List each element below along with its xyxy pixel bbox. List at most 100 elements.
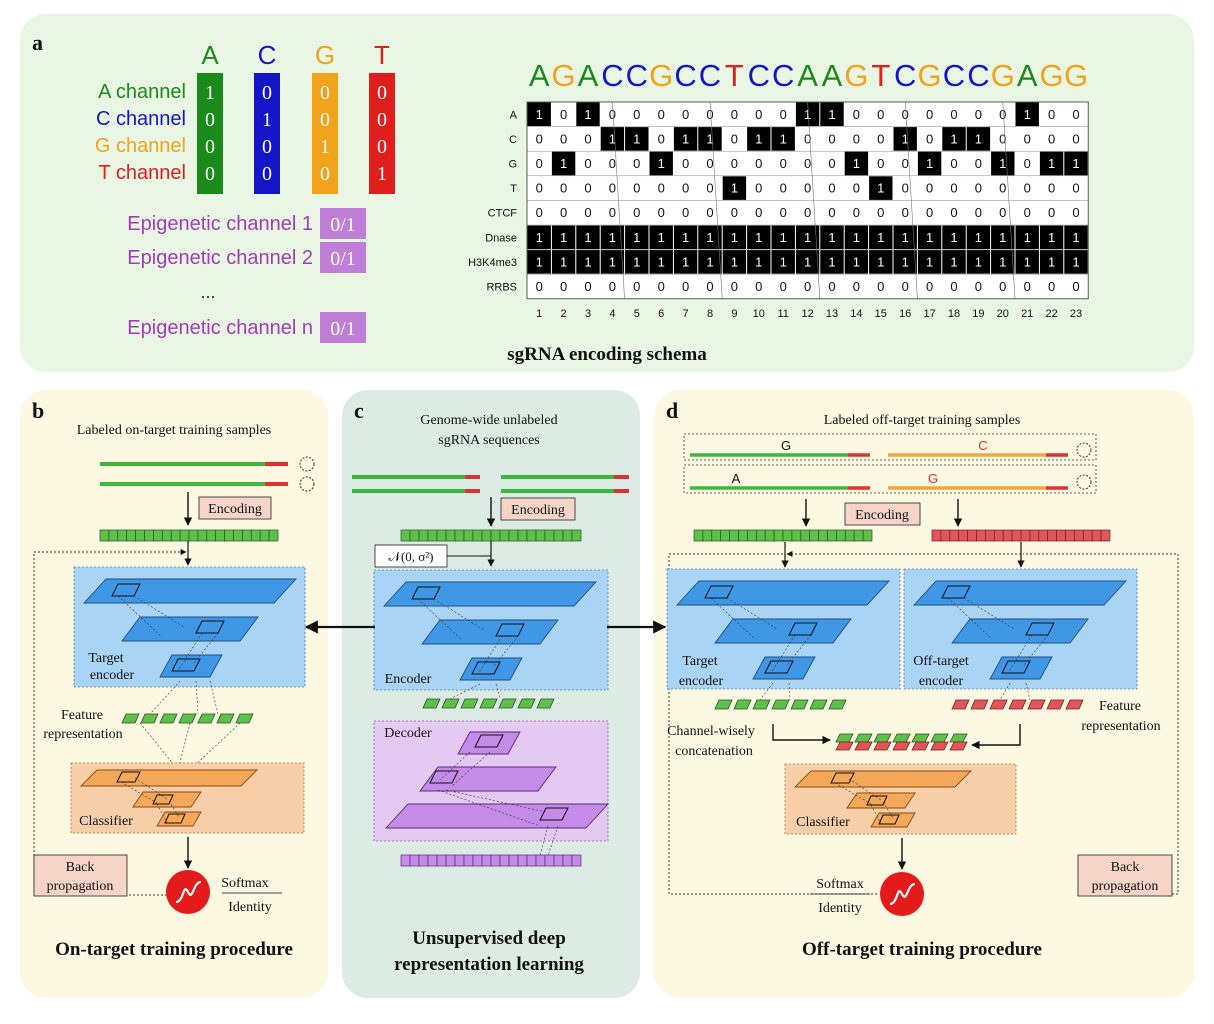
- matrix-cell-value: 0: [999, 131, 1006, 146]
- matrix-cell-value: 0: [950, 181, 957, 196]
- matrix-cell-value: 0: [584, 205, 591, 220]
- matrix-cell-filled: [942, 225, 966, 250]
- matrix-position-label: 8: [707, 308, 713, 320]
- pair-2-label-icon: [1076, 474, 1092, 490]
- network-layer: [714, 618, 852, 644]
- sequence-letter: C: [699, 58, 721, 93]
- matrix-cell-filled: [844, 225, 869, 250]
- matrix-cell-value: 1: [877, 254, 884, 269]
- bar-segment: [755, 529, 766, 542]
- network-layer: [121, 616, 259, 642]
- concat-arrow-left: [772, 724, 831, 745]
- matrix-cell-value: 0: [1024, 156, 1031, 171]
- feature-unit: [159, 713, 178, 724]
- matrix-position-label: 13: [826, 308, 838, 320]
- bar-segment: [862, 529, 873, 542]
- matrix-position-label: 6: [658, 308, 664, 320]
- matrix-cell-value: 0: [902, 107, 909, 122]
- matrix-cell-filled: [747, 250, 771, 274]
- receptive-field: [1001, 660, 1031, 674]
- bar-segment: [976, 529, 986, 542]
- bar-segment: [844, 529, 855, 542]
- bar-segment: [993, 529, 1004, 542]
- matrix-cell-value: 0: [682, 279, 689, 294]
- matrix-cell-filled: [673, 250, 698, 274]
- matrix-cell-filled: [625, 127, 649, 151]
- matrix-cell-filled: [576, 102, 600, 127]
- matrix-cell-filled: [527, 225, 551, 250]
- matrix-cell-value: 0: [828, 205, 835, 220]
- matrix-cell-value: 0: [1072, 205, 1079, 220]
- matrix-cell-value: 0: [633, 107, 640, 122]
- matrix-row-label: C: [509, 134, 517, 146]
- matrix-cell-filled: [893, 250, 917, 274]
- feature-unit: [771, 699, 790, 710]
- matrix-cell-value: 0: [536, 279, 543, 294]
- matrix-cell-value: 0: [1072, 181, 1079, 196]
- matrix-cell-value: 1: [658, 230, 665, 245]
- identity-label-d: Identity: [818, 901, 862, 916]
- matrix-cell-filled: [820, 102, 844, 127]
- bar-segment: [544, 529, 555, 542]
- bar-segment: [170, 529, 181, 542]
- matrix-cell-filled: [722, 176, 747, 200]
- matrix-cell-value: 1: [706, 131, 713, 146]
- bar-segment: [250, 529, 261, 542]
- concat-unit-dna: [892, 741, 911, 751]
- receptive-field: [471, 661, 501, 675]
- matrix-cell-value: 0: [755, 107, 762, 122]
- receptive-field: [429, 770, 459, 784]
- matrix-cell-filled: [966, 127, 991, 151]
- matrix-cell-value: 0: [902, 181, 909, 196]
- matrix-cell-value: 0: [536, 156, 543, 171]
- panel-c-title-2: representation learning: [394, 954, 584, 975]
- bar-segment: [153, 529, 163, 542]
- matrix-cell-value: 0: [584, 279, 591, 294]
- bar-segment: [400, 854, 411, 867]
- connection-line: [195, 680, 199, 715]
- bar-segment: [445, 854, 456, 867]
- classifier-label-d: Classifier: [796, 815, 850, 830]
- matrix-cell-filled: [625, 225, 649, 250]
- matrix-cell-value: 0: [706, 181, 713, 196]
- connection-line: [770, 634, 796, 674]
- onehot-digit: 0: [205, 136, 215, 158]
- matrix-cell-value: 1: [926, 230, 933, 245]
- connection-line: [133, 595, 185, 628]
- matrix-cell-value: 0: [609, 205, 616, 220]
- onehot-column-t: [369, 73, 395, 194]
- feature-unit: [828, 699, 847, 710]
- matrix-cell-value: 0: [950, 205, 957, 220]
- bar-segment: [215, 529, 225, 542]
- feature-unit: [235, 713, 254, 724]
- receptive-field: [116, 771, 141, 783]
- matrix-cell-filled: [771, 250, 795, 274]
- sigmoid-icon-b: [175, 880, 202, 904]
- bar-segment: [490, 854, 501, 867]
- unsupervised-encoded-bar: [400, 529, 582, 542]
- matrix-cell-filled: [722, 250, 747, 274]
- matrix-cell-filled: [527, 250, 551, 274]
- feature-unit: [1046, 699, 1065, 710]
- matrix-cell-filled: [893, 127, 917, 151]
- feature-unit: [1065, 699, 1084, 710]
- off-target-pair-2: [683, 464, 1097, 494]
- onehot-digit: 0: [320, 82, 330, 104]
- matrix-cell-value: 1: [780, 230, 787, 245]
- matrix-position-label: 4: [609, 308, 615, 320]
- sgrna-encoded-bar: [693, 529, 873, 542]
- bar-segment: [188, 529, 199, 542]
- receptive-field: [171, 658, 201, 672]
- off-target-pair-1: [683, 433, 1097, 461]
- backprop-label-d-2: propagation: [1092, 879, 1159, 894]
- matrix-cell-value: 0: [975, 205, 982, 220]
- softmax-label-d: Softmax: [816, 877, 863, 892]
- feature-label-d-1: Feature: [1099, 699, 1141, 714]
- bar-segment: [427, 529, 438, 542]
- connection-line: [539, 825, 549, 857]
- matrix-cell-value: 0: [1072, 107, 1079, 122]
- sequence-letter: G: [844, 58, 868, 93]
- bar-segment: [791, 529, 802, 542]
- sigmoid-icon-d: [889, 882, 916, 906]
